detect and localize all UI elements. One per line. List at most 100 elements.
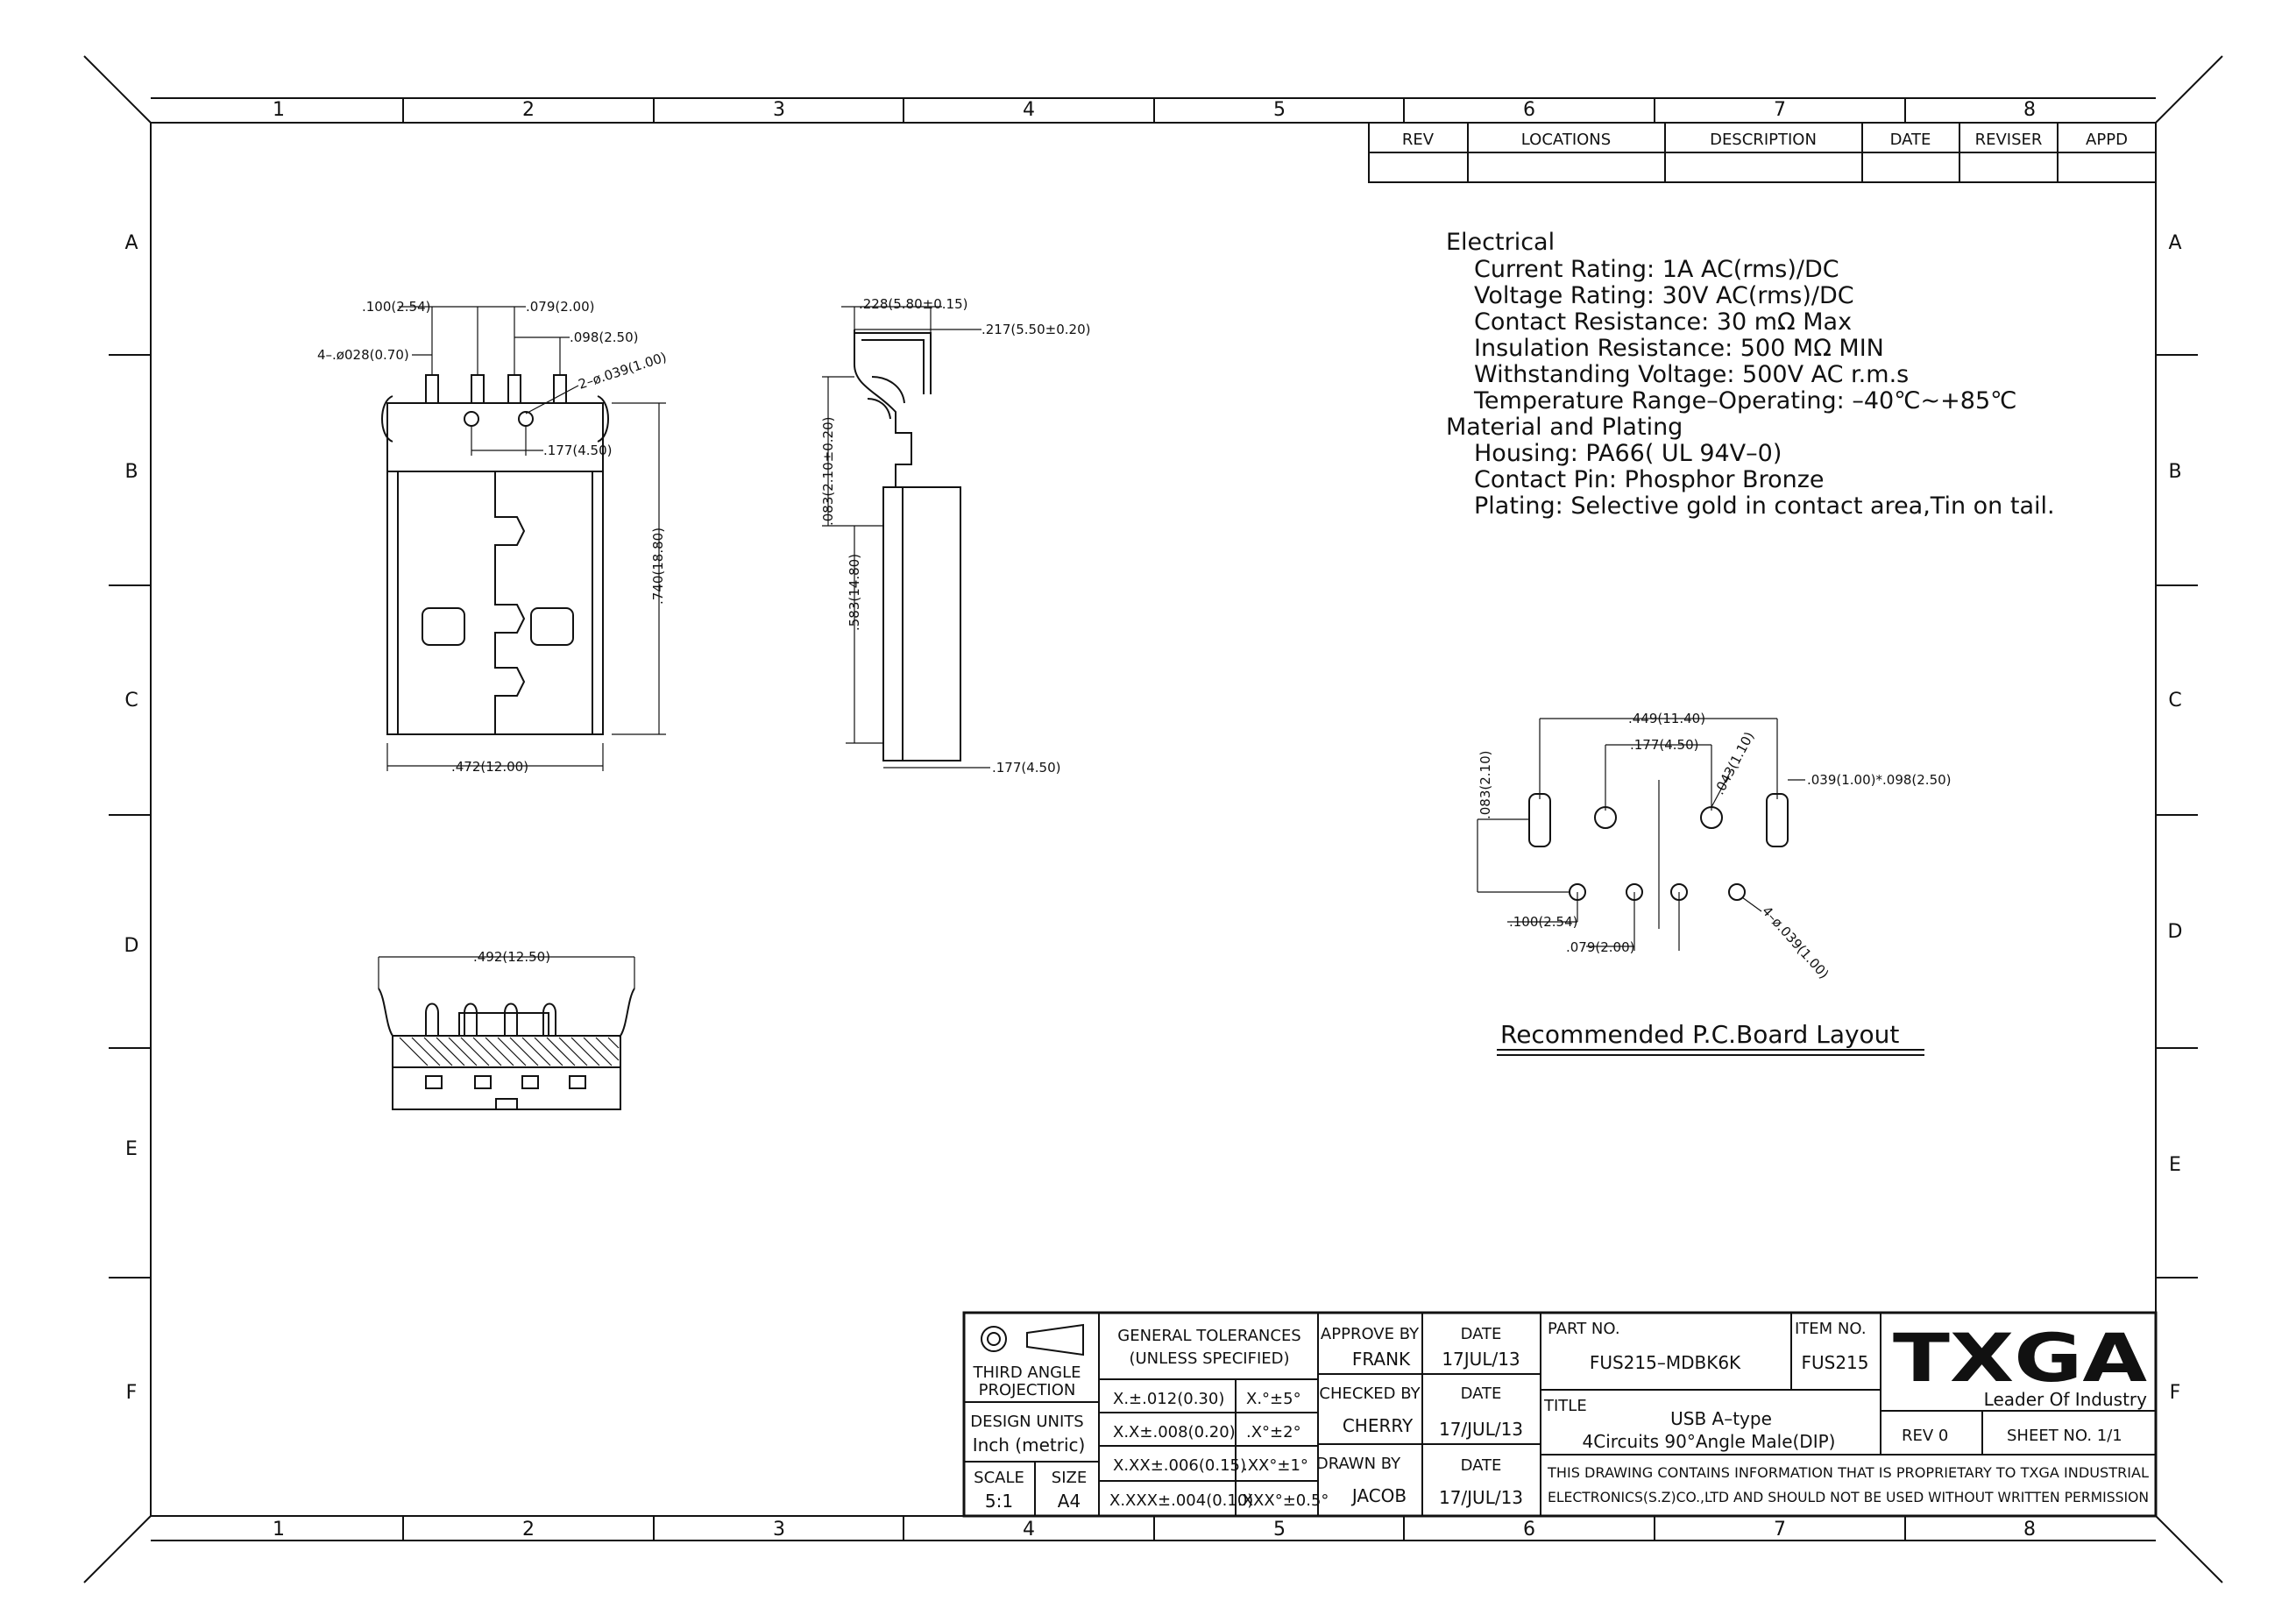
hatch-line: [436, 1037, 465, 1066]
hatch-line: [460, 1037, 490, 1066]
column-labels-top: 1 2 3 4 5 6 7 8: [273, 99, 2036, 121]
col-label: 6: [1523, 99, 1535, 121]
tolerance-header2: (UNLESS SPECIFIED): [1129, 1349, 1289, 1368]
col-label: 8: [2023, 1519, 2036, 1541]
col-label: 5: [1273, 1519, 1286, 1541]
ang-2: .X°±2°: [1246, 1423, 1301, 1441]
hatch-line: [546, 1037, 576, 1066]
dim-pcb-slot: .039(1.00)*.098(2.50): [1807, 772, 1952, 788]
date-label-2: DATE: [1461, 1385, 1502, 1403]
dim-pcb-vertical: .083(2.10): [1478, 750, 1493, 819]
dim-pcb-pin-pitch: .079(2.00): [1566, 939, 1635, 955]
date-1: 17JUL/13: [1442, 1349, 1520, 1370]
checked-name: CHERRY: [1343, 1415, 1414, 1436]
dim-pcb-pitch: .100(2.54): [1509, 914, 1578, 930]
date-header: DATE: [1890, 131, 1931, 149]
title-block: THIRD ANGLE PROJECTION DESIGN UNITS Inch…: [962, 1311, 2158, 1518]
hatch-line: [497, 1037, 527, 1066]
dim-end-width: .492(12.50): [473, 949, 550, 965]
tol-2: X.X±.008(0.20): [1113, 1423, 1236, 1441]
approve-name: FRANK: [1352, 1349, 1411, 1370]
row-label: C: [2168, 690, 2181, 712]
rev-header: REV: [1402, 131, 1435, 149]
front-view: .100(2.54) .079(2.00) 4–.ø028(0.70) .098…: [317, 299, 669, 775]
hatch-line: [558, 1037, 588, 1066]
dim-pitch: .100(2.54): [362, 299, 431, 315]
hatch-line: [411, 1037, 441, 1066]
ang-3: .XX°±1°: [1243, 1456, 1308, 1475]
row-labels-left: A B C D E F: [124, 232, 139, 1404]
scale-value: 5:1: [985, 1491, 1013, 1512]
date-2: 17/JUL/13: [1439, 1419, 1523, 1440]
company-logo: TXGA: [1893, 1319, 2147, 1397]
dim-pin-spacing: .098(2.50): [570, 329, 639, 345]
rev-value: REV 0: [1902, 1427, 1948, 1445]
dim-bottom: .177(4.50): [992, 760, 1061, 776]
hatch-line: [423, 1037, 453, 1066]
col-label: 2: [522, 1519, 535, 1541]
row-label: B: [2168, 461, 2181, 483]
sheet-no: SHEET NO. 1/1: [2007, 1427, 2122, 1445]
title-label: TITLE: [1543, 1397, 1587, 1415]
col-label: 3: [773, 99, 785, 121]
hatch-line: [534, 1037, 563, 1066]
projection-symbol-cone: [1026, 1323, 1084, 1356]
revision-table: REV LOCATIONS DESCRIPTION DATE REVISER A…: [1368, 122, 2157, 183]
drawn-name: JACOB: [1350, 1485, 1407, 1506]
dim-pin-hole: 4–.ø028(0.70): [317, 347, 409, 363]
spec-temperature-range: Temperature Range–Operating: –40℃~+85℃: [1473, 387, 2016, 414]
ang-1: X.°±5°: [1246, 1390, 1301, 1408]
spec-contact-pin: Contact Pin: Phosphor Bronze: [1474, 466, 1825, 493]
dim-peg: 2–ø.039(1.00): [577, 349, 669, 392]
scale-label: SCALE: [974, 1469, 1024, 1487]
hatch-line: [485, 1037, 514, 1066]
projection-line1: THIRD ANGLE: [972, 1363, 1081, 1382]
row-label: E: [2169, 1154, 2181, 1176]
hatch-line: [509, 1037, 539, 1066]
row-label: F: [2170, 1382, 2181, 1404]
hatch-line: [595, 1037, 620, 1061]
pcb-layout-title: Recommended P.C.Board Layout: [1500, 1020, 1899, 1049]
row-label: A: [124, 232, 138, 254]
spec-insulation-resistance: Insulation Resistance: 500 MΩ MIN: [1474, 335, 1884, 362]
hatch-line: [472, 1037, 502, 1066]
col-label: 6: [1523, 1519, 1535, 1541]
ang-4: .XXX°±0.5°: [1237, 1491, 1329, 1510]
end-view: .492(12.50): [378, 949, 635, 1110]
side-view: .228(5.80±0.15) .217(5.50±0.20) .083(2.1…: [820, 296, 1090, 776]
electrical-heading: Electrical: [1446, 229, 1555, 256]
pcb-layout: .449(11.40) .177(4.50) .043(1.10) .039(1…: [1477, 711, 1952, 1056]
spec-housing: Housing: PA66( UL 94V–0): [1474, 440, 1782, 467]
column-labels-bottom: 1 2 3 4 5 6 7 8: [273, 1519, 2036, 1541]
dim-top-b: .217(5.50±0.20): [981, 322, 1090, 337]
spec-contact-resistance: Contact Resistance: 30 mΩ Max: [1474, 308, 1852, 336]
notice-line1: THIS DRAWING CONTAINS INFORMATION THAT I…: [1547, 1464, 2149, 1481]
row-label: D: [124, 935, 139, 957]
material-heading: Material and Plating: [1446, 414, 1683, 441]
part-no-label: PART NO.: [1548, 1320, 1620, 1338]
size-value: A4: [1058, 1491, 1081, 1512]
dim-pcb-peg-spacing: .177(4.50): [1630, 737, 1699, 753]
tol-1: X.±.012(0.30): [1113, 1390, 1224, 1408]
drawn-label: DRAWN BY: [1316, 1455, 1401, 1473]
dim-width: .472(12.00): [451, 759, 528, 775]
dim-pcb-peg-hole: .043(1.10): [1711, 729, 1758, 797]
row-label: E: [125, 1138, 138, 1160]
spec-plating: Plating: Selective gold in contact area,…: [1474, 492, 2055, 520]
col-label: 8: [2023, 99, 2036, 121]
item-no: FUS215: [1801, 1352, 1868, 1373]
size-label: SIZE: [1052, 1469, 1087, 1487]
section-hatch: [399, 1035, 621, 1066]
appd-header: APPD: [2086, 131, 2128, 149]
approve-label: APPROVE BY: [1321, 1325, 1420, 1343]
spec-voltage-rating: Voltage Rating: 30V AC(rms)/DC: [1474, 282, 1854, 309]
col-label: 5: [1273, 99, 1286, 121]
item-no-label: ITEM NO.: [1795, 1320, 1867, 1338]
projection-line2: PROJECTION: [979, 1381, 1076, 1399]
dim-peg-spacing: .177(4.50): [543, 443, 613, 458]
projection-symbol-circle: [981, 1326, 1007, 1352]
date-label-1: DATE: [1461, 1325, 1502, 1343]
description-header: DESCRIPTION: [1710, 131, 1817, 149]
dim-top-a: .228(5.80±0.15): [859, 296, 967, 312]
dim-pin-pitch: .079(2.00): [526, 299, 595, 315]
